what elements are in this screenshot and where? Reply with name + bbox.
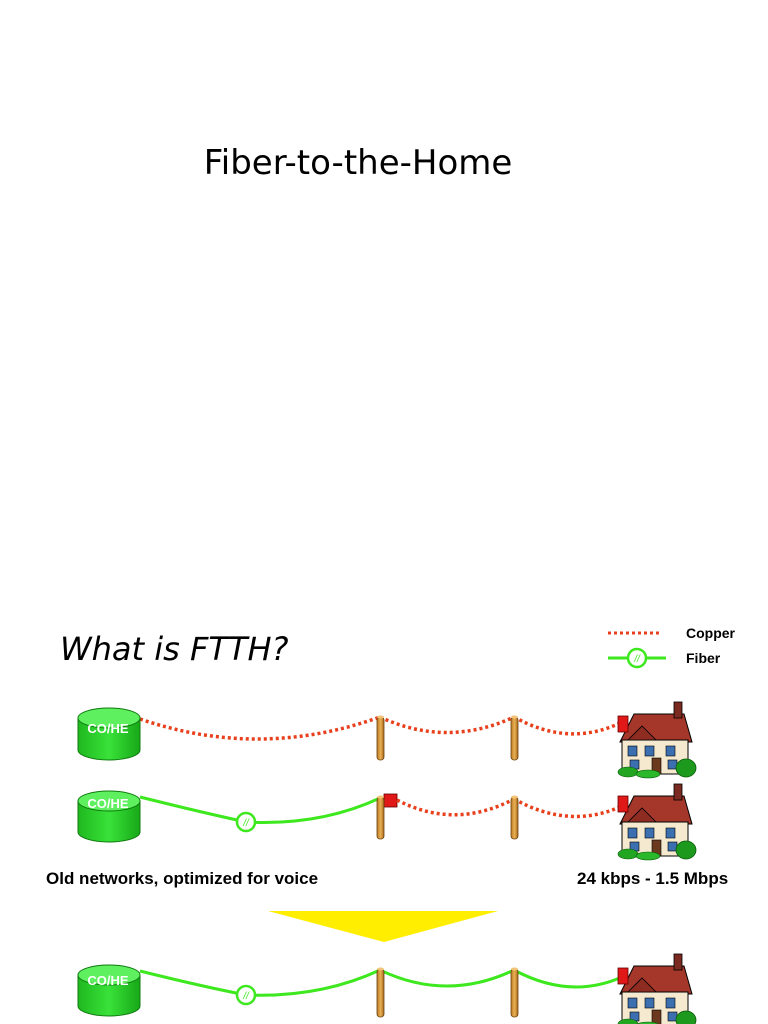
- copper-line: [379, 715, 515, 735]
- transition-arrow: [268, 911, 498, 942]
- copper-line: [513, 715, 623, 736]
- splice-box: [383, 793, 398, 808]
- legend-fiber-marker: [626, 647, 648, 669]
- house-icon: [617, 953, 697, 1024]
- slide-title: Fiber-to-the-Home: [203, 143, 513, 183]
- legend-fiber-marker-text: //: [633, 654, 641, 665]
- copper-line: [513, 797, 623, 819]
- ftth-heading: What is FTTH?: [60, 630, 289, 668]
- copper-line: [396, 797, 515, 817]
- fiber-marker: [235, 811, 257, 833]
- caption-old-networks: Old networks, optimized for voice: [46, 869, 319, 888]
- legend: Copper // Fiber: [608, 625, 736, 669]
- node-label: CO/HE: [87, 796, 129, 811]
- row-old-copper: CO/HE: [77, 701, 697, 779]
- house-icon: [617, 783, 697, 861]
- fiber-marker-text: //: [242, 818, 250, 829]
- fiber-line: [379, 968, 515, 988]
- utility-pole: [376, 715, 385, 761]
- fiber-line: [513, 968, 623, 989]
- utility-pole: [376, 967, 385, 1018]
- utility-pole: [510, 795, 519, 840]
- house-icon: [617, 701, 697, 779]
- fiber-line: [139, 795, 381, 824]
- utility-pole: [510, 967, 519, 1018]
- fiber-marker-text: //: [242, 991, 250, 1002]
- co-he-node: CO/HE: [77, 964, 141, 1017]
- co-he-node: CO/HE: [77, 707, 141, 761]
- fiber-marker: [235, 984, 257, 1006]
- caption-speed: 24 kbps - 1.5 Mbps: [577, 869, 729, 888]
- co-he-node: CO/HE: [77, 790, 141, 843]
- copper-line: [139, 715, 381, 741]
- fiber-line: [139, 968, 381, 997]
- node-label: CO/HE: [87, 973, 129, 988]
- legend-fiber-label: Fiber: [686, 650, 721, 666]
- utility-pole: [376, 795, 385, 840]
- legend-copper-label: Copper: [686, 625, 736, 641]
- row-ftth: // CO/HE: [77, 953, 697, 1024]
- utility-pole: [510, 715, 519, 761]
- row-fiber-to-curb: // CO/HE: [77, 783, 697, 861]
- node-label: CO/HE: [87, 721, 129, 736]
